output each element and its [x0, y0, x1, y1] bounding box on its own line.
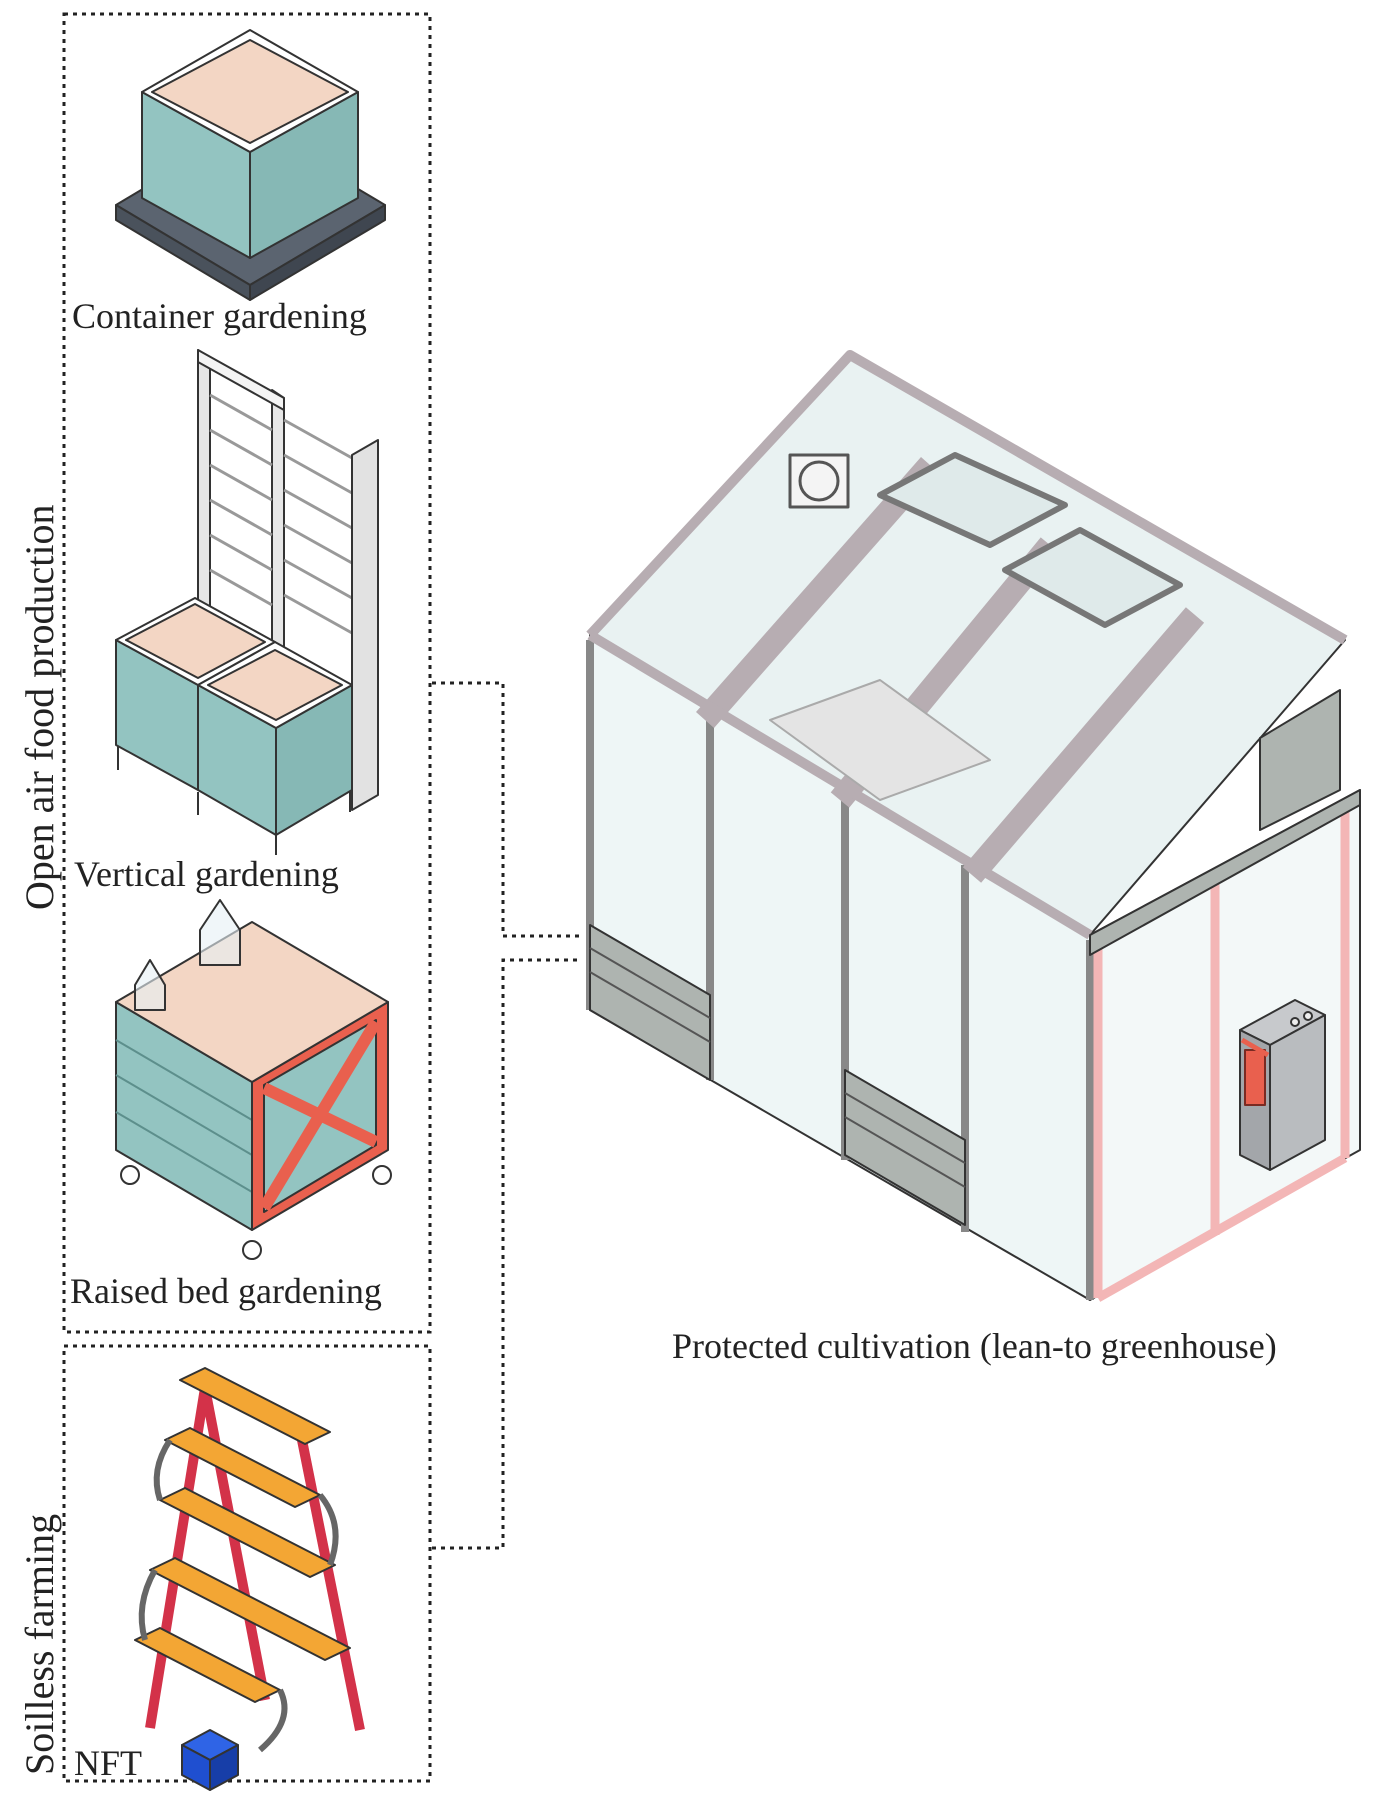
label-greenhouse: Protected cultivation (lean-to greenhous…: [672, 1326, 1277, 1366]
label-container-gardening: Container gardening: [72, 296, 367, 336]
label-raised-bed-gardening: Raised bed gardening: [70, 1271, 382, 1311]
raised-bed-illustration: [115, 899, 392, 1260]
label-nft: NFT: [74, 1743, 143, 1783]
open-air-group-frame: [62, 12, 432, 1334]
greenhouse-illustration: [586, 350, 1361, 1302]
connector-lines: [432, 681, 580, 1550]
soilless-group-frame: [62, 1344, 432, 1783]
nft-illustration: [134, 1367, 365, 1791]
vertical-gardening-illustration: [115, 349, 379, 855]
container-gardening-illustration: [115, 29, 386, 301]
label-vertical-gardening: Vertical gardening: [74, 854, 339, 894]
